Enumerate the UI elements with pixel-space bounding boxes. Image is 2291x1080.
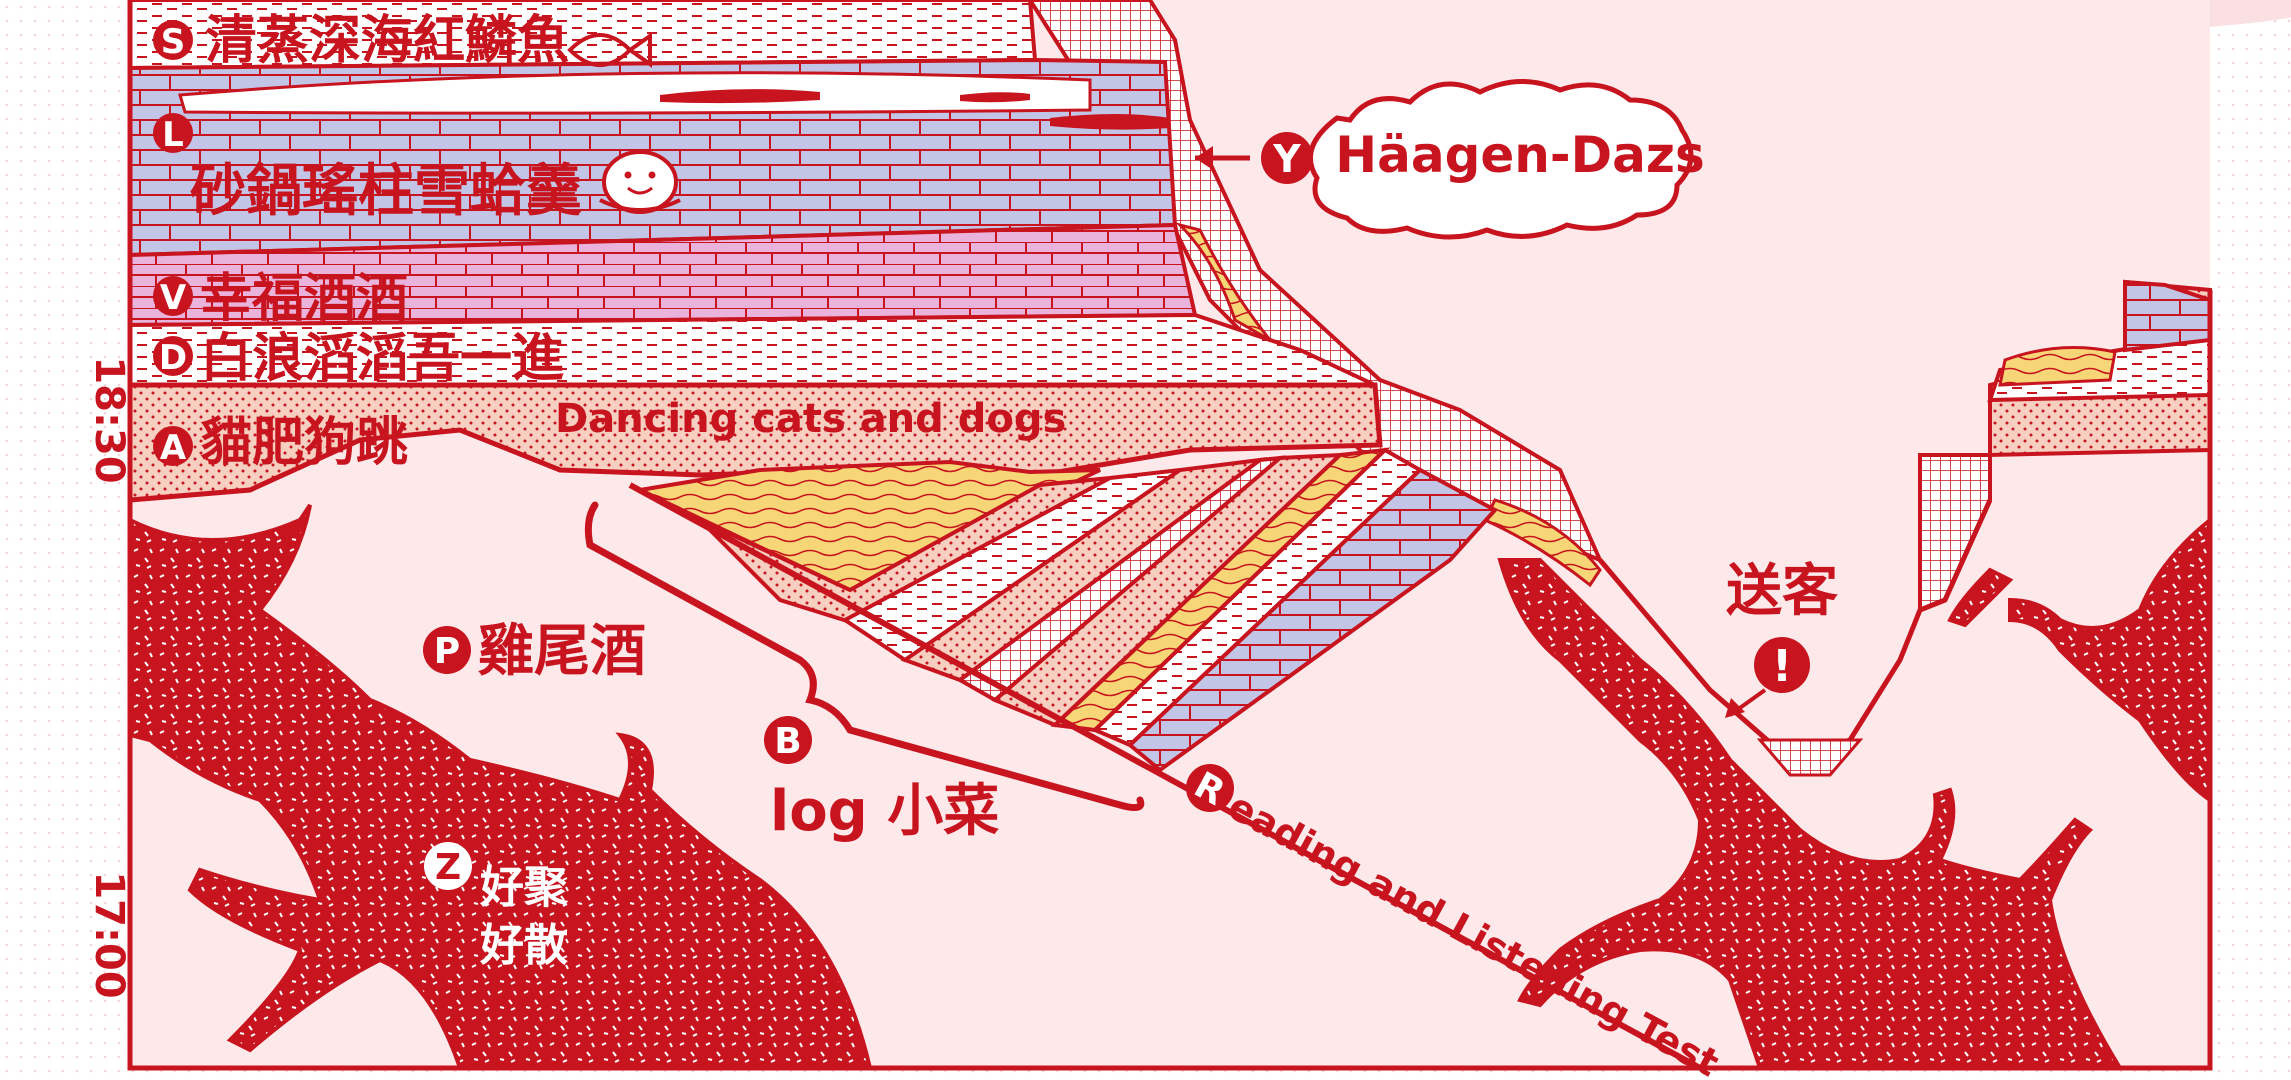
svg-text:S: S <box>161 22 186 62</box>
layer-s-text: 清蒸深海紅鱗魚 <box>205 11 569 71</box>
layer-a-badge <box>153 426 193 466</box>
layer-a-extra: Dancing cats and dogs <box>555 396 1066 442</box>
b-text: log 小菜 <box>770 779 999 844</box>
svg-text:Y: Y <box>1272 137 1301 181</box>
cloud-bubble <box>1307 79 1694 240</box>
cloud-text: Häagen-Dazs <box>1335 126 1704 184</box>
y-callout: Y Häagen-Dazs <box>1195 79 1705 240</box>
layer-v-label: V 幸福酒酒 <box>153 269 408 329</box>
svg-text:V: V <box>160 278 187 318</box>
time-upper: 18:30 <box>86 356 132 483</box>
layer-l-badge <box>153 113 193 153</box>
layer-d-label: D 白浪滔滔吾一進 <box>153 329 564 389</box>
valley-pond <box>1756 738 1864 777</box>
tilted-strata <box>633 447 1499 773</box>
layer-d-text: 白浪滔滔吾一進 <box>200 329 564 389</box>
svg-text:Z: Z <box>435 847 461 888</box>
layer-l-text: 砂鍋瑤柱雪蛤羹 <box>190 159 582 224</box>
valley-outline <box>1598 498 1993 763</box>
fish-icon <box>567 32 652 68</box>
b-bracket <box>584 501 1145 812</box>
svg-text:P: P <box>434 631 460 672</box>
z-text-1: 好聚 <box>479 862 569 913</box>
layer-a-label: A 貓肥狗跳 Dancing cats and dogs <box>153 396 1066 473</box>
mesa-sand <box>1998 346 2117 387</box>
layer-d-badge <box>153 336 193 376</box>
fault-line <box>628 482 1702 1071</box>
farewell-arrowhead <box>1725 698 1745 718</box>
layer-a-band <box>127 382 1383 503</box>
layer-l-lens <box>178 71 1092 115</box>
p-text: 雞尾酒 <box>478 619 646 684</box>
z-badge <box>424 842 472 890</box>
farewell-callout: 送客 ! <box>1725 559 1838 718</box>
layer-v-badge <box>153 276 193 316</box>
z-text-2: 好散 <box>479 920 568 971</box>
clam-icon <box>599 150 681 214</box>
b-label: B log 小菜 <box>764 716 999 844</box>
y-badge <box>1261 132 1313 184</box>
p-label: P 雞尾酒 <box>423 619 646 684</box>
y-arrowhead <box>1195 146 1213 170</box>
svg-text:B: B <box>774 721 801 762</box>
r-badge <box>1186 764 1234 812</box>
layer-l-label: L 砂鍋瑤柱雪蛤羹 <box>153 113 681 224</box>
z-label: Z 好聚 好散 <box>424 842 569 971</box>
b-badge <box>764 716 812 764</box>
exclaim-badge <box>1754 637 1810 693</box>
svg-text:L: L <box>162 115 184 155</box>
cliff-face <box>1027 0 1604 564</box>
time-lower: 17:00 <box>86 871 132 998</box>
layer-s-label: S 清蒸深海紅鱗魚 <box>153 11 652 71</box>
layer-l-dark-lenses <box>660 89 1170 130</box>
p-badge <box>423 626 471 674</box>
frame-outline <box>127 0 2213 1071</box>
layer-a-text: 貓肥狗跳 <box>200 413 408 473</box>
farewell-text: 送客 <box>1726 559 1838 624</box>
red-veins <box>128 503 2212 1070</box>
cliff-sand-lower <box>1482 498 1602 588</box>
layer-v-text: 幸福酒酒 <box>200 269 408 329</box>
svg-text:!: ! <box>1772 641 1792 692</box>
layer-s-badge <box>153 20 193 60</box>
svg-text:A: A <box>160 428 187 468</box>
svg-text:D: D <box>159 338 187 378</box>
